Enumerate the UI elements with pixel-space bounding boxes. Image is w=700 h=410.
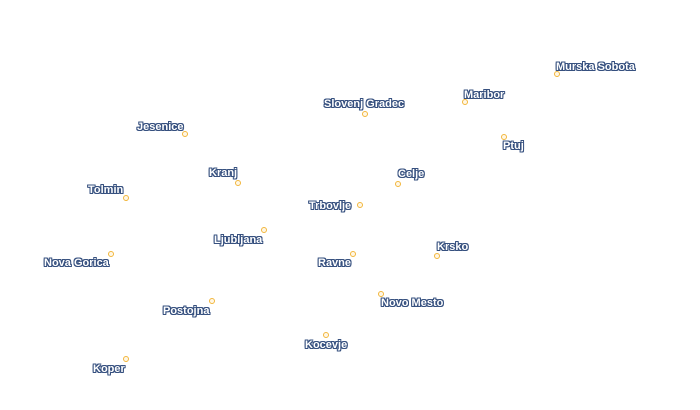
- city-label: Maribor: [464, 89, 505, 101]
- city-label: Postojna: [163, 305, 210, 317]
- city-marker-icon: [108, 251, 114, 257]
- city-label: Trbovlje: [309, 200, 352, 212]
- city-marker-icon: [362, 111, 368, 117]
- city-label: Murska Sobota: [556, 61, 635, 73]
- city-marker-icon: [182, 131, 188, 137]
- city-label: Ravne: [318, 257, 352, 269]
- city-label: Kocevje: [305, 339, 348, 351]
- city-marker-icon: [462, 99, 468, 105]
- city-label: Jesenice: [137, 121, 184, 133]
- city-marker-icon: [501, 134, 507, 140]
- city-marker-icon: [235, 180, 241, 186]
- city-marker-icon: [123, 356, 129, 362]
- city-marker-icon: [350, 251, 356, 257]
- city-marker-icon: [323, 332, 329, 338]
- city-marker-icon: [395, 181, 401, 187]
- city-marker-icon: [261, 227, 267, 233]
- city-label: Slovenj Gradec: [324, 98, 405, 110]
- city-label: Tolmin: [88, 184, 124, 196]
- city-label: Novo Mesto: [381, 297, 444, 309]
- city-marker-icon: [209, 298, 215, 304]
- city-marker-icon: [378, 291, 384, 297]
- city-marker-icon: [554, 71, 560, 77]
- city-label: Nova Gorica: [44, 257, 109, 269]
- city-marker-icon: [357, 202, 363, 208]
- city-label: Kranj: [209, 167, 238, 179]
- city-label: Celje: [398, 168, 425, 180]
- city-marker-icon: [123, 195, 129, 201]
- city-label: Krsko: [437, 241, 469, 253]
- city-label: Koper: [93, 363, 125, 375]
- city-label: Ptuj: [503, 140, 524, 152]
- city-marker-icon: [434, 253, 440, 259]
- city-label: Ljubljana: [214, 234, 263, 246]
